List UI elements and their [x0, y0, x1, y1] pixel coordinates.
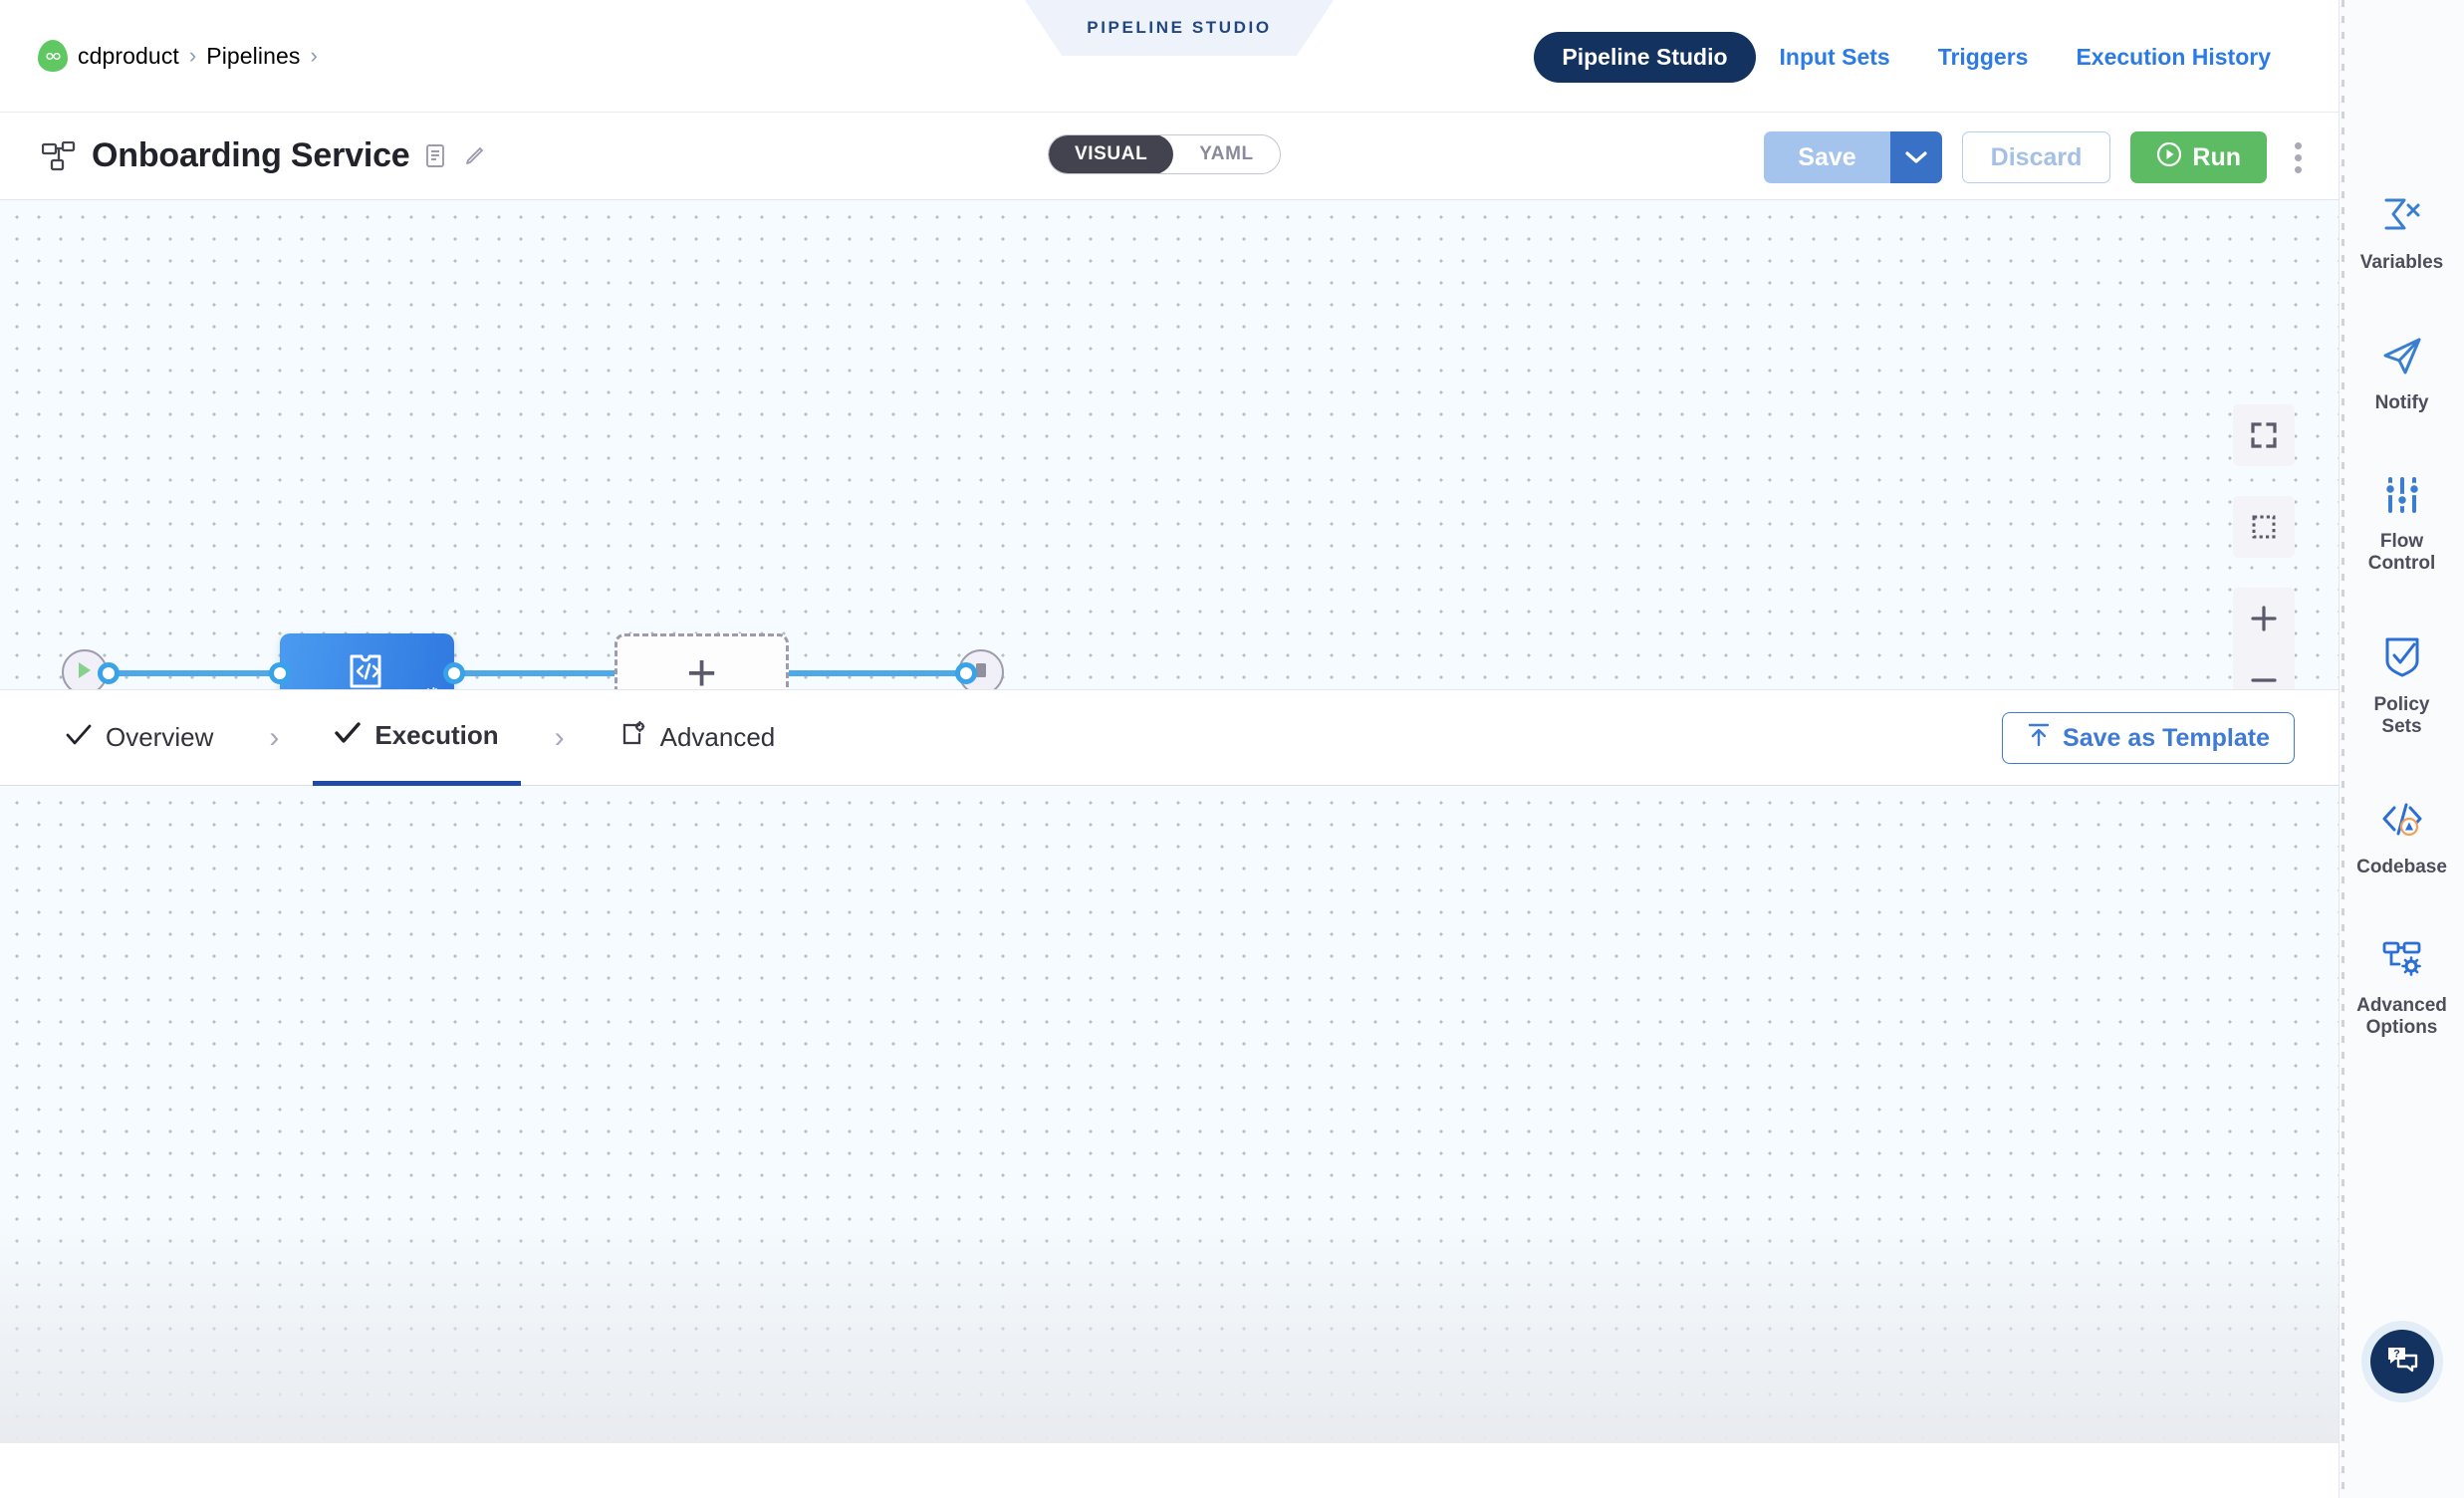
rail-item-notify[interactable]: Notify: [2340, 336, 2464, 414]
run-button-label: Run: [2192, 142, 2241, 171]
save-button[interactable]: Save: [1764, 131, 1890, 183]
add-stage-button[interactable]: +: [615, 633, 789, 690]
top-bar: cdproduct › Pipelines › PIPELINE STUDIO …: [0, 0, 2339, 113]
nav-execution-history[interactable]: Execution History: [2076, 44, 2271, 70]
rail-scrollbar[interactable]: [2341, 0, 2344, 1498]
custom-deployment-icon: [347, 649, 388, 690]
breadcrumb-pipelines[interactable]: Pipelines: [206, 42, 301, 69]
toggle-visual[interactable]: VISUAL: [1049, 135, 1174, 173]
tab-execution[interactable]: Execution: [313, 690, 521, 786]
stage-selection-box-button[interactable]: [2233, 496, 2295, 558]
check-icon: [335, 720, 362, 751]
stage-node-create-and-update-service[interactable]: [280, 633, 454, 690]
stage-start-port[interactable]: [98, 662, 120, 684]
pipeline-hierarchy-icon: [41, 140, 76, 171]
main-column: cdproduct › Pipelines › PIPELINE STUDIO …: [0, 0, 2339, 1443]
tab-overview[interactable]: Overview: [44, 690, 235, 786]
title-left-group: Onboarding Service: [0, 136, 485, 175]
upload-to-line-icon: [2027, 722, 2051, 755]
check-icon: [66, 722, 92, 753]
view-toggle[interactable]: VISUAL YAML: [1048, 134, 1281, 174]
edge-start-to-stage: [108, 670, 287, 676]
edge-add-to-end: [787, 670, 966, 676]
breadcrumb-separator-1: ›: [188, 43, 197, 68]
tab-separator-2: ›: [554, 720, 565, 754]
sliders-icon: [2382, 476, 2422, 519]
tab-separator-1: ›: [269, 720, 280, 754]
play-triangle-icon: [76, 660, 94, 685]
save-button-group: Save: [1764, 131, 1942, 183]
stage-node-in-port[interactable]: [269, 662, 291, 684]
breadcrumb-project[interactable]: cdproduct: [78, 42, 179, 69]
tab-advanced-label: Advanced: [659, 722, 776, 752]
page-title: Onboarding Service: [92, 136, 410, 174]
rail-label-codebase: Codebase: [2356, 857, 2447, 878]
chevron-down-icon[interactable]: [1889, 131, 1942, 183]
save-as-template-label: Save as Template: [2063, 723, 2270, 752]
stage-canvas[interactable]: Create andUpdate Service + Add Stage: [0, 200, 2339, 690]
save-as-template-button[interactable]: Save as Template: [2002, 712, 2295, 764]
execution-steps-canvas[interactable]: Service Createand Update...: [0, 786, 2339, 1443]
stage-zoom-controls: [2233, 404, 2295, 689]
nav-pipeline-studio[interactable]: Pipeline Studio: [1534, 32, 1756, 83]
run-button[interactable]: Run: [2130, 131, 2267, 183]
top-navigation: Pipeline Studio Input Sets Triggers Exec…: [1534, 32, 2295, 83]
nodes-gear-icon: [2380, 940, 2424, 983]
code-warning-icon: [2380, 800, 2424, 845]
breadcrumb: cdproduct › Pipelines ›: [0, 40, 318, 72]
plus-icon: +: [686, 643, 717, 690]
breadcrumb-separator-2: ›: [310, 43, 318, 68]
description-icon[interactable]: [425, 143, 447, 169]
pipeline-studio-tag-label: PIPELINE STUDIO: [1087, 18, 1272, 37]
rail-item-codebase[interactable]: Codebase: [2340, 800, 2464, 878]
advanced-gear-doc-icon: [620, 720, 646, 754]
stage-graph: Create andUpdate Service + Add Stage: [0, 200, 2339, 689]
toggle-yaml[interactable]: YAML: [1199, 143, 1254, 164]
stage-zoom-out-button[interactable]: [2233, 649, 2295, 689]
play-circle-icon: [2156, 141, 2182, 174]
paper-plane-icon: [2381, 336, 2423, 380]
title-actions: Save Discard Run: [1764, 131, 2303, 183]
tab-overview-label: Overview: [106, 722, 214, 752]
stage-node-out-port[interactable]: [443, 662, 465, 684]
sigma-x-icon: [2381, 197, 2423, 240]
harness-logo-icon: [38, 40, 68, 72]
shield-check-icon: [2382, 635, 2422, 682]
title-bar: Onboarding Service VISUAL YAML: [0, 113, 2339, 200]
rail-label-notify: Notify: [2374, 391, 2429, 413]
stage-zoom-in-button[interactable]: [2233, 588, 2295, 649]
kebab-menu-icon[interactable]: [2287, 141, 2303, 173]
rail-item-variables[interactable]: Variables: [2340, 197, 2464, 274]
discard-button[interactable]: Discard: [1961, 131, 2111, 183]
stage-config-tabs: Overview › Execution › Advanced: [0, 690, 2339, 786]
svg-text:?: ?: [2393, 1348, 2400, 1360]
rail-label-variables: Variables: [2359, 252, 2444, 273]
stage-zoom-stack: [2233, 588, 2295, 689]
stage-end-port[interactable]: [955, 662, 977, 684]
steps-graph: Service Createand Update...: [0, 786, 2339, 1443]
help-chat-icon: ?: [2385, 1345, 2419, 1379]
tab-execution-label: Execution: [374, 719, 499, 750]
help-chat-button[interactable]: ?: [2370, 1330, 2434, 1393]
pencil-edit-icon[interactable]: [463, 143, 485, 169]
tab-advanced[interactable]: Advanced: [599, 690, 798, 786]
stop-square-icon: [973, 661, 989, 684]
stage-fit-to-screen-button[interactable]: [2233, 404, 2295, 466]
pipeline-studio-tag: PIPELINE STUDIO: [1025, 0, 1334, 56]
nav-input-sets[interactable]: Input Sets: [1779, 44, 1890, 70]
nav-triggers[interactable]: Triggers: [1937, 44, 2029, 70]
